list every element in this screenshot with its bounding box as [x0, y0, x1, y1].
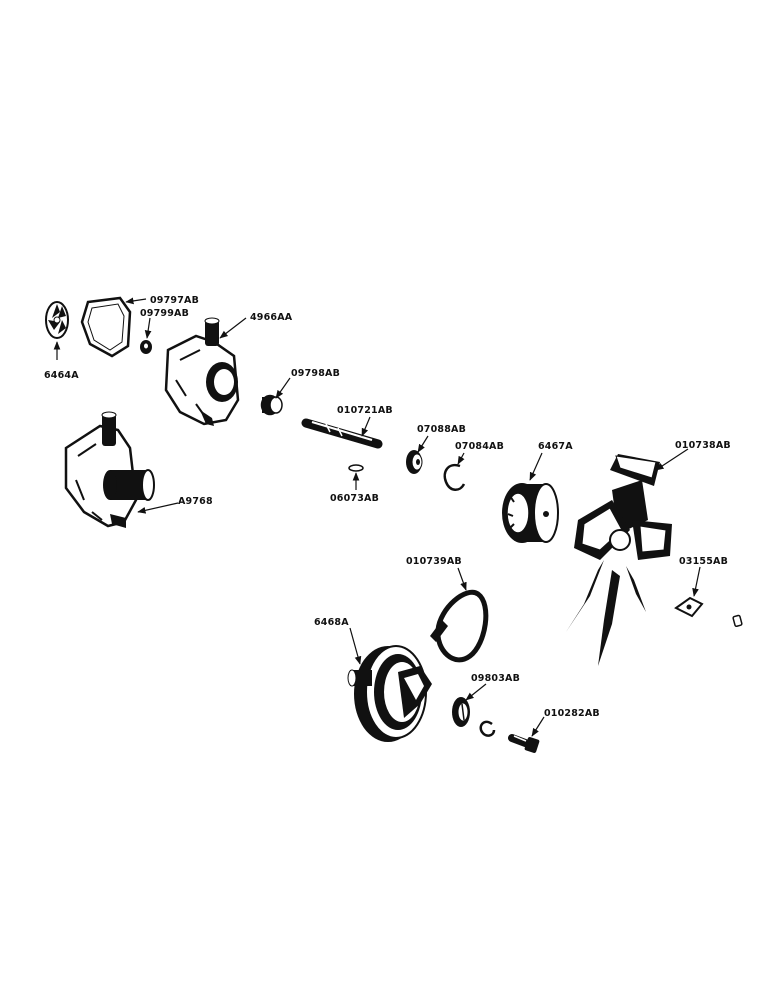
pulley-part: [347, 645, 432, 742]
impeller-part: [45, 301, 69, 339]
fan-belt-part: [430, 589, 489, 663]
label-09797AB: 09797AB: [150, 295, 199, 306]
label-09799AB: 09799AB: [140, 308, 189, 319]
label-07084AB: 07084AB: [455, 441, 504, 452]
fan-part: [566, 454, 672, 666]
label-6467A: 6467A: [538, 441, 573, 452]
label-6464A: 6464A: [44, 370, 79, 381]
label-07088AB: 07088AB: [417, 424, 466, 435]
fitting-part: [674, 596, 704, 618]
label-010739AB: 010739AB: [406, 556, 462, 567]
label-A9768: A9768: [178, 496, 213, 507]
water-pump-body-part: [164, 317, 240, 426]
label-06073AB: 06073AB: [330, 493, 379, 504]
gasket-part: [80, 296, 132, 358]
bolt-part: [508, 734, 540, 753]
label-6468A: 6468A: [314, 617, 349, 628]
label-09803AB: 09803AB: [471, 673, 520, 684]
water-pump-assembly-part: [64, 411, 155, 528]
leader-lines: [53, 297, 701, 737]
nut-part: [140, 340, 152, 354]
part-labels: 6464A 09797AB 09799AB 4966AA 09798AB A97…: [44, 295, 731, 719]
snap-ring-part: [443, 463, 466, 491]
bushing-part: [260, 394, 283, 416]
pump-shaft-part: [301, 418, 383, 449]
fan-hub-part: [502, 483, 559, 543]
key-part: [348, 464, 364, 472]
label-09798AB: 09798AB: [291, 368, 340, 379]
plug-part: [732, 614, 743, 628]
label-010282AB: 010282AB: [544, 708, 600, 719]
label-010721AB: 010721AB: [337, 405, 393, 416]
label-010738AB: 010738AB: [675, 440, 731, 451]
lock-washer-part: [479, 720, 496, 737]
label-4966AA: 4966AA: [250, 312, 293, 323]
washer-part: [452, 697, 470, 727]
seal-part: [406, 450, 423, 474]
label-03155AB: 03155AB: [679, 556, 728, 567]
